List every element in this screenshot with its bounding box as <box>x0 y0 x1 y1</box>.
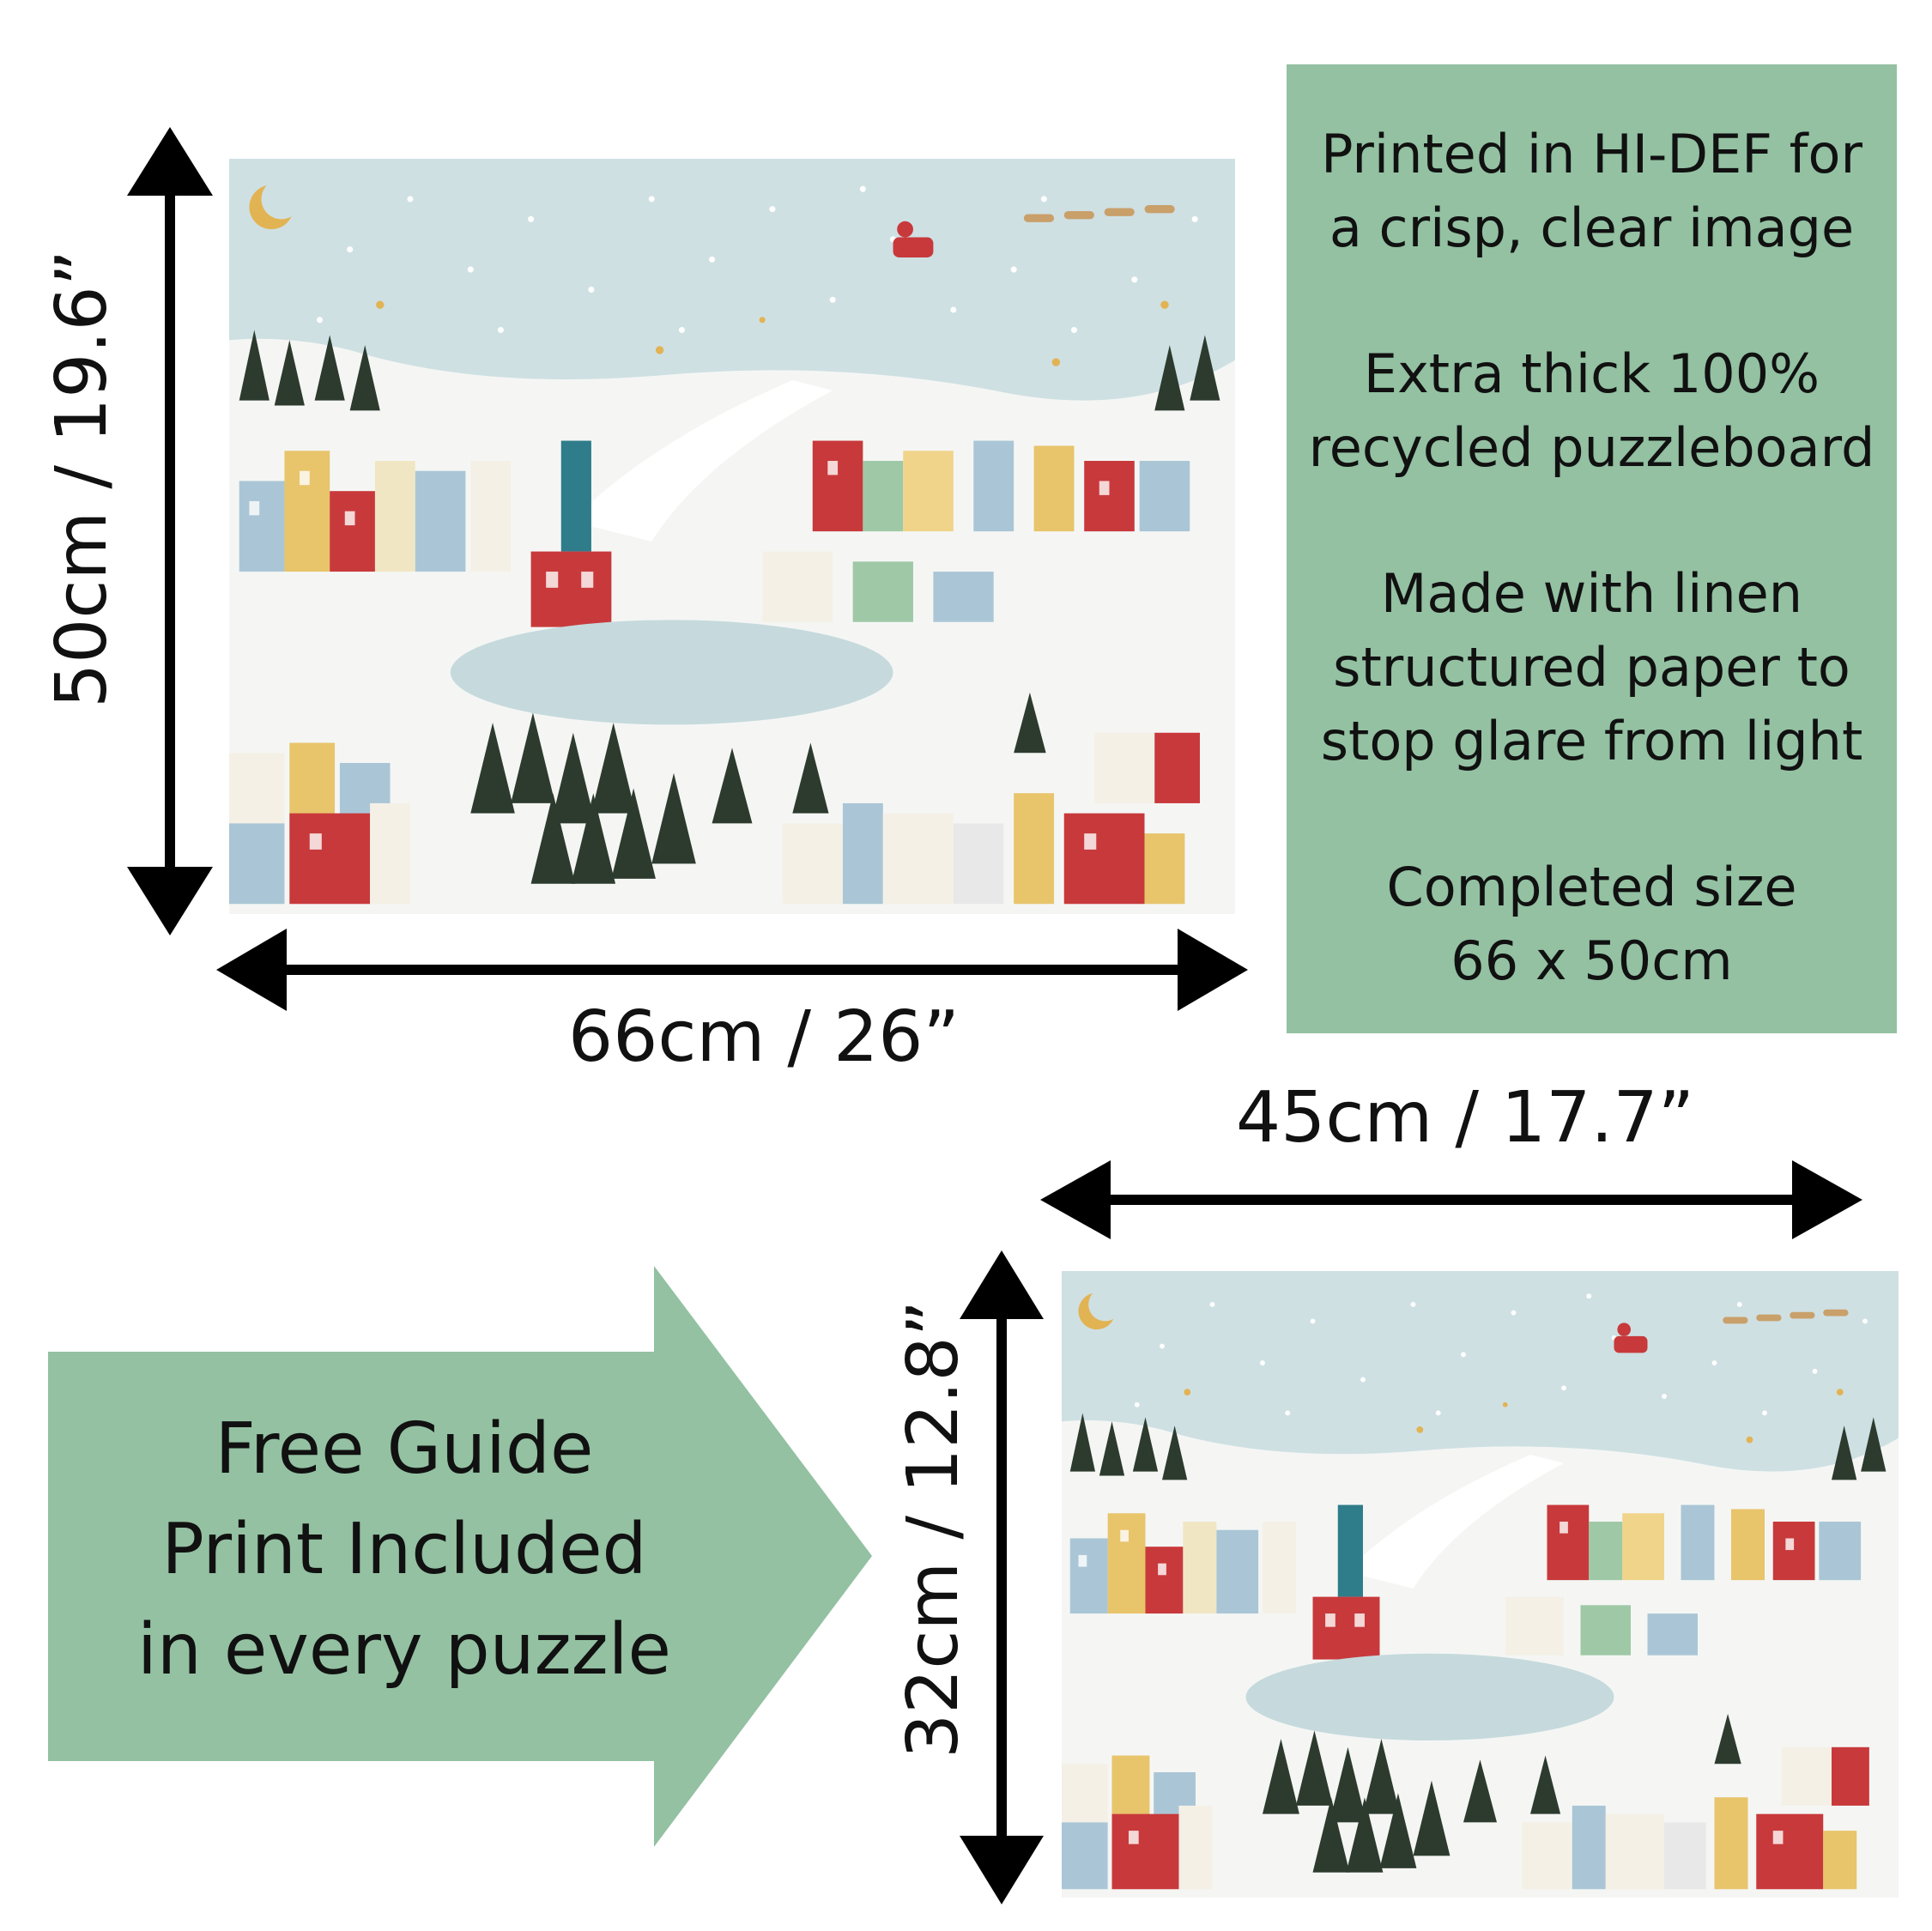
small-height-arrow <box>960 1250 1044 1904</box>
small-width-label: 45cm / 17.7” <box>1236 1077 1695 1159</box>
large-height-arrow <box>127 127 213 935</box>
large-height-label: 50cm / 19.6” <box>41 249 123 708</box>
large-width-arrow <box>216 929 1248 1011</box>
small-width-arrow <box>1040 1160 1862 1239</box>
feature-linen-paper: Made with linen structured paper to stop… <box>1320 562 1863 772</box>
feature-completed-size: Completed size 66 x 50cm <box>1386 856 1797 992</box>
feature-panel: Printed in HI-DEF for a crisp, clear ima… <box>1287 64 1897 1033</box>
arrow-icon <box>48 1266 872 1847</box>
feature-hi-def: Printed in HI-DEF for a crisp, clear ima… <box>1321 123 1862 259</box>
large-puzzle-image <box>229 159 1235 914</box>
large-width-label: 66cm / 26” <box>568 996 960 1078</box>
small-puzzle-image <box>1062 1271 1899 1898</box>
small-height-label: 32cm / 12.8” <box>893 1299 974 1758</box>
free-guide-text: Free Guide Print Included in every puzzl… <box>137 1408 671 1691</box>
feature-puzzleboard: Extra thick 100% recycled puzzleboard <box>1308 342 1875 479</box>
